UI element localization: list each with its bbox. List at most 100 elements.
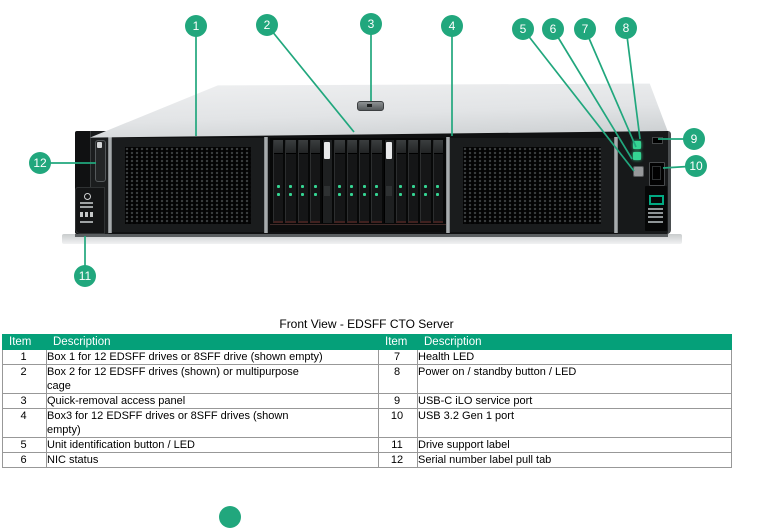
drive-group	[334, 140, 382, 223]
bay-rail	[446, 137, 450, 233]
server-front-panel	[75, 131, 671, 237]
callout-9: 9	[683, 128, 705, 150]
drive-bay-box2	[270, 138, 446, 232]
edsff-drive	[432, 140, 444, 223]
hpe-proliant-label	[645, 186, 667, 231]
callout-10: 10	[685, 155, 707, 177]
label-text-line	[80, 206, 93, 208]
table-row: 4 Box3 for 12 EDSFF drives or 8SFF drive…	[2, 408, 732, 438]
callout-7: 7	[574, 18, 596, 40]
edsff-drive	[334, 140, 345, 223]
edsff-drive	[285, 140, 296, 223]
callout-6: 6	[542, 18, 564, 40]
health-led	[633, 141, 641, 149]
description-cell: Box 2 for 12 EDSFF drives (shown) or mul…	[46, 364, 379, 394]
description-cell: Serial number label pull tab	[417, 452, 732, 468]
right-rack-ear	[618, 131, 671, 234]
header-item-left: Item	[2, 334, 47, 350]
drive-group	[395, 140, 444, 223]
component-table: Item Description Item Description 1 Box …	[2, 334, 732, 468]
label-icon	[84, 193, 91, 200]
drive-support-label	[78, 192, 96, 229]
description-cell: Health LED	[417, 349, 732, 365]
label-text-line	[648, 216, 663, 218]
description-cell: Box3 for 12 EDSFF drives or 8SFF drives …	[46, 408, 379, 438]
drive-bay-box1-blank	[112, 138, 264, 232]
left-rack-ear	[75, 131, 109, 234]
callout-12: 12	[29, 152, 51, 174]
table-row: 3 Quick-removal access panel 9 USB-C iLO…	[2, 393, 732, 409]
server-shadow-base	[62, 234, 682, 244]
hpe-logo	[649, 195, 664, 205]
description-cell: USB-C iLO service port	[417, 393, 732, 409]
description-cell: NIC status	[46, 452, 379, 468]
description-cell: Box 1 for 12 EDSFF drives or 8SFF drive …	[46, 349, 379, 365]
label-text-line	[648, 221, 663, 223]
description-cell: USB 3.2 Gen 1 port	[417, 408, 732, 438]
callout-next-partial	[219, 506, 241, 528]
edsff-drive	[371, 140, 382, 223]
callout-5: 5	[512, 18, 534, 40]
table-row: 2 Box 2 for 12 EDSFF drives (shown) or m…	[2, 364, 732, 394]
bay-rail	[264, 137, 268, 233]
callout-4: 4	[441, 15, 463, 37]
item-cell: 1	[2, 349, 47, 365]
label-text-line	[648, 208, 663, 210]
description-cell: Quick-removal access panel	[46, 393, 379, 409]
server-front-view-figure: 1 2 3 4 5 6 7 8 9 10 11 12	[29, 13, 707, 528]
edsff-drive	[273, 140, 284, 223]
label-text-line	[80, 221, 93, 223]
item-cell: 6	[2, 452, 47, 468]
callout-3: 3	[360, 13, 382, 35]
usbc-ilo-service-port	[652, 137, 663, 144]
label-text-line	[648, 212, 663, 214]
callout-2: 2	[256, 14, 278, 36]
description-cell: Unit identification button / LED	[46, 437, 379, 453]
item-cell: 4	[2, 408, 47, 438]
item-cell: 8	[378, 364, 418, 394]
item-cell: 3	[2, 393, 47, 409]
edsff-drive	[407, 140, 419, 223]
drive-bay-separator	[383, 140, 394, 223]
drive-bay-box3-blank	[450, 138, 614, 232]
figure-caption: Front View - EDSFF CTO Server	[279, 317, 454, 331]
table-row: 1 Box 1 for 12 EDSFF drives or 8SFF driv…	[2, 349, 732, 365]
page: { "caption": "Front View - EDSFF CTO Ser…	[2, 13, 732, 528]
header-desc-left: Description	[46, 334, 379, 350]
edsff-drive	[346, 140, 358, 223]
power-standby-button	[633, 166, 644, 177]
table-row: 6 NIC status 12 Serial number label pull…	[2, 452, 732, 468]
description-cell: Power on / standby button / LED	[417, 364, 732, 394]
item-cell: 7	[378, 349, 418, 365]
header-desc-right: Description	[417, 334, 732, 350]
callout-8: 8	[615, 17, 637, 39]
access-panel-latch	[357, 101, 384, 111]
header-item-right: Item	[378, 334, 418, 350]
serial-number-pull-tab	[95, 140, 106, 182]
label-text-line	[80, 202, 93, 204]
vent-grille	[463, 147, 601, 224]
quick-removal-access-panel	[89, 83, 668, 138]
table-row: 5 Unit identification button / LED 11 Dr…	[2, 437, 732, 453]
item-cell: 5	[2, 437, 47, 453]
item-cell: 2	[2, 364, 47, 394]
bay-rail	[108, 137, 112, 233]
item-cell: 9	[378, 393, 418, 409]
edsff-drive	[420, 140, 431, 223]
callout-1: 1	[185, 15, 207, 37]
item-cell: 12	[378, 452, 418, 468]
bay-rail	[614, 137, 618, 233]
item-cell: 10	[378, 408, 418, 438]
item-cell: 11	[378, 437, 418, 453]
edsff-drive	[309, 140, 321, 223]
description-cell: Drive support label	[417, 437, 732, 453]
label-drive-icons	[80, 212, 94, 217]
edsff-drive	[297, 140, 309, 223]
drive-bay-separator	[322, 140, 333, 223]
callout-11: 11	[74, 265, 96, 287]
usb-3-2-gen1-port	[649, 162, 665, 186]
edsff-drive	[358, 140, 370, 223]
edsff-drive	[395, 140, 407, 223]
nic-status-led	[633, 152, 641, 160]
vent-grille	[125, 147, 251, 224]
